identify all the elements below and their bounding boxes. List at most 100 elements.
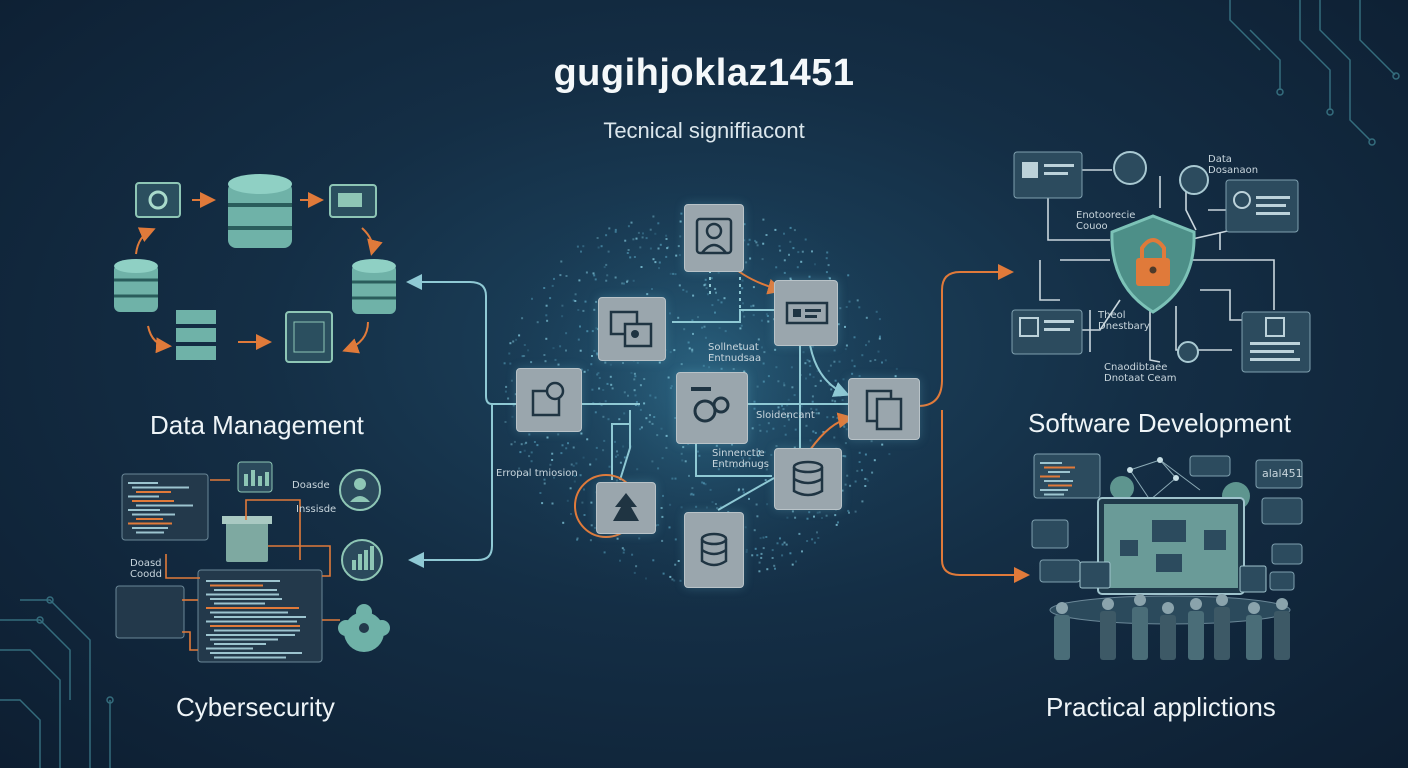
particle <box>864 485 867 487</box>
particle <box>530 460 533 463</box>
particle <box>614 440 616 443</box>
code-line <box>206 580 280 582</box>
particle <box>672 272 675 275</box>
particle <box>888 453 891 456</box>
particle <box>734 466 737 469</box>
particle <box>703 284 706 287</box>
particle <box>577 309 580 311</box>
monitor-icon <box>1097 497 1245 595</box>
particle <box>832 416 835 419</box>
particle <box>654 261 657 264</box>
particle <box>741 287 744 290</box>
code-line <box>214 616 306 618</box>
particle <box>765 430 768 433</box>
gears-node[interactable] <box>676 372 748 444</box>
particle <box>741 279 744 282</box>
particle <box>743 462 746 465</box>
particle <box>610 383 613 386</box>
particle <box>757 338 760 341</box>
particle <box>598 387 601 390</box>
database-node[interactable] <box>774 448 842 510</box>
code-line <box>210 584 263 587</box>
particle <box>654 396 657 399</box>
particle <box>609 375 612 378</box>
particle <box>756 385 759 388</box>
particle <box>611 387 614 390</box>
particle <box>543 482 546 485</box>
security-label-doc: Enotoorecie Couoo <box>1076 210 1136 232</box>
particle <box>616 537 619 540</box>
particle <box>806 540 809 542</box>
config-node[interactable] <box>774 280 838 346</box>
particle <box>682 288 685 291</box>
particle <box>684 460 687 463</box>
particle <box>576 538 579 541</box>
particle <box>804 238 807 241</box>
particle <box>691 487 694 490</box>
particle <box>783 271 786 274</box>
particle <box>848 511 850 514</box>
particle <box>621 282 624 285</box>
particle <box>789 552 792 555</box>
code-line <box>1044 480 1073 482</box>
particle <box>671 578 674 581</box>
particle <box>668 526 671 529</box>
particle <box>682 446 685 449</box>
particle <box>545 337 548 340</box>
particle <box>761 346 763 349</box>
particle <box>549 297 552 300</box>
particle <box>528 455 531 458</box>
cyber-label-a: Doasde <box>292 480 330 491</box>
particle <box>585 271 588 274</box>
particle <box>810 407 813 410</box>
code-window <box>115 585 185 639</box>
particle <box>766 315 769 317</box>
particle <box>720 463 723 466</box>
particle <box>791 563 794 566</box>
particle <box>692 294 695 297</box>
particle <box>858 306 861 309</box>
page-subtitle: Tecnical signiffiacont <box>603 118 805 143</box>
particle <box>753 407 756 410</box>
particle <box>839 307 842 310</box>
particle <box>793 446 796 449</box>
particle <box>675 254 678 257</box>
particle <box>817 537 820 539</box>
particle <box>858 461 861 463</box>
particle <box>508 352 511 355</box>
center-label-network-b: Sloidencant <box>756 410 815 421</box>
code-line <box>136 504 193 507</box>
storage-node[interactable] <box>684 512 744 588</box>
particle <box>717 299 720 302</box>
search-doc-node[interactable] <box>516 368 582 432</box>
particle <box>714 311 716 314</box>
particle <box>562 521 565 524</box>
particle <box>853 336 856 339</box>
particle <box>649 228 652 231</box>
particle <box>597 246 600 249</box>
particle <box>523 355 526 357</box>
files-node[interactable] <box>848 378 920 440</box>
particle <box>748 457 751 460</box>
particle <box>716 507 719 510</box>
hierarchy-node[interactable] <box>596 482 656 534</box>
images-node[interactable] <box>598 297 666 361</box>
user-node[interactable] <box>684 204 744 272</box>
particle <box>674 563 677 566</box>
person-head <box>1134 594 1146 606</box>
particle <box>635 565 638 568</box>
particle <box>651 422 654 425</box>
particle <box>826 416 829 419</box>
particle <box>654 232 657 235</box>
particle <box>846 474 849 477</box>
particle <box>634 394 637 397</box>
particle <box>792 412 795 415</box>
particle <box>756 463 759 466</box>
particle <box>869 360 872 363</box>
particle <box>877 350 880 353</box>
particle <box>632 279 635 282</box>
particle <box>670 385 673 388</box>
particle <box>767 375 770 378</box>
particle <box>811 400 814 403</box>
particle <box>697 316 699 319</box>
